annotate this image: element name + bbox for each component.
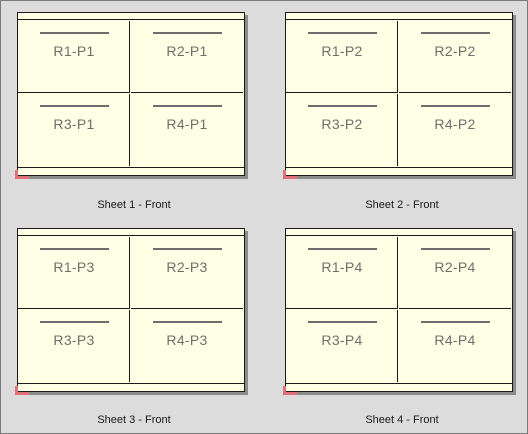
page-header-bar	[153, 321, 222, 323]
sheet-top-margin	[18, 13, 244, 20]
sheet-origin-corner-icon	[15, 170, 29, 179]
page-header-bar	[153, 32, 222, 34]
sheet-origin-corner-icon	[283, 170, 297, 179]
sheet-top-margin	[286, 229, 512, 236]
page-cell: R3-P1	[18, 94, 130, 166]
sheet-bottom-margin	[286, 167, 512, 175]
page-header-bar	[308, 105, 377, 107]
page-label: R4-P1	[166, 116, 208, 132]
sheet-caption: Sheet 1 - Front	[97, 199, 171, 211]
sheet-paper: R1-P1 R2-P1 R3-P1 R4-P1	[17, 12, 245, 176]
page-label: R2-P4	[434, 259, 476, 275]
page-label: R1-P3	[53, 259, 95, 275]
page-label: R1-P1	[53, 43, 95, 59]
sheet-bottom-margin	[18, 167, 244, 175]
page-cell: R4-P1	[131, 94, 243, 166]
page-cell: R4-P2	[399, 94, 511, 166]
page-header-bar	[421, 321, 490, 323]
page-label: R3-P3	[53, 332, 95, 348]
page-header-bar	[153, 248, 222, 250]
sheet-3[interactable]: R1-P3 R2-P3 R3-P3 R4-P3	[15, 228, 245, 395]
page-label: R4-P4	[434, 332, 476, 348]
page-label: R4-P3	[166, 332, 208, 348]
page-label: R2-P2	[434, 43, 476, 59]
sheet-2[interactable]: R1-P2 R2-P2 R3-P2 R4-P2	[283, 12, 513, 179]
page-header-bar	[40, 105, 109, 107]
page-cell: R3-P2	[286, 94, 398, 166]
page-cell: R3-P3	[18, 310, 130, 382]
page-header-bar	[421, 105, 490, 107]
page-header-bar	[421, 32, 490, 34]
page-cell: R4-P4	[399, 310, 511, 382]
page-cell: R2-P4	[399, 237, 511, 309]
page-cell: R1-P2	[286, 21, 398, 93]
page-label: R3-P2	[321, 116, 363, 132]
page-cell: R2-P3	[131, 237, 243, 309]
page-header-bar	[40, 32, 109, 34]
sheet-1[interactable]: R1-P1 R2-P1 R3-P1 R4-P1	[15, 12, 245, 179]
sheet-origin-corner-icon	[283, 386, 297, 395]
page-label: R3-P1	[53, 116, 95, 132]
sheet-paper: R1-P2 R2-P2 R3-P2 R4-P2	[285, 12, 513, 176]
sheet-top-margin	[18, 229, 244, 236]
sheet-paper: R1-P3 R2-P3 R3-P3 R4-P3	[17, 228, 245, 392]
page-cell: R1-P4	[286, 237, 398, 309]
page-header-bar	[40, 248, 109, 250]
page-cell: R4-P3	[131, 310, 243, 382]
page-label: R2-P1	[166, 43, 208, 59]
page-header-bar	[308, 321, 377, 323]
sheet-caption: Sheet 4 - Front	[365, 414, 439, 426]
page-cell: R2-P1	[131, 21, 243, 93]
sheet-bottom-margin	[286, 383, 512, 391]
sheet-caption: Sheet 2 - Front	[365, 199, 439, 211]
page-header-bar	[40, 321, 109, 323]
page-label: R1-P4	[321, 259, 363, 275]
page-label: R1-P2	[321, 43, 363, 59]
page-label: R3-P4	[321, 332, 363, 348]
page-cell: R1-P3	[18, 237, 130, 309]
sheet-top-margin	[286, 13, 512, 20]
page-cell: R3-P4	[286, 310, 398, 382]
page-label: R4-P2	[434, 116, 476, 132]
sheet-4[interactable]: R1-P4 R2-P4 R3-P4 R4-P4	[283, 228, 513, 395]
page-cell: R1-P1	[18, 21, 130, 93]
page-cell: R2-P2	[399, 21, 511, 93]
page-header-bar	[308, 248, 377, 250]
sheet-origin-corner-icon	[15, 386, 29, 395]
sheet-bottom-margin	[18, 383, 244, 391]
page-label: R2-P3	[166, 259, 208, 275]
page-header-bar	[421, 248, 490, 250]
sheet-caption: Sheet 3 - Front	[97, 414, 171, 426]
page-header-bar	[308, 32, 377, 34]
sheet-paper: R1-P4 R2-P4 R3-P4 R4-P4	[285, 228, 513, 392]
page-header-bar	[153, 105, 222, 107]
